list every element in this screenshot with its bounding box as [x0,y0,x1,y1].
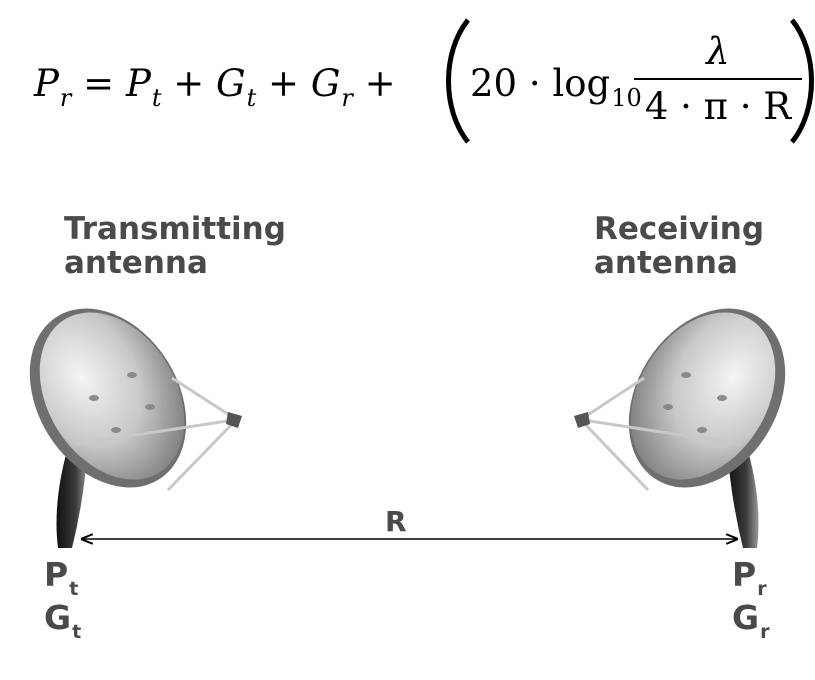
formula-gr-sub: r [341,84,353,112]
receiving-label-line2: antenna [594,245,738,281]
formula-denominator: 4 · π · R [644,85,792,128]
formula-plus-3: + [364,62,396,105]
receiver-feed-arms [581,376,741,492]
formula-numerator: λ [706,30,730,73]
receive-gain: Gr [732,598,770,644]
transmitter-dish-face [39,312,185,480]
formula-gt-sub: t [246,84,257,112]
formula-pt-sub: t [151,84,162,112]
formula-plus-2: + [268,62,300,105]
left-parenthesis [446,18,470,144]
formula-gr: G [310,62,341,105]
formula-dot: · [528,62,541,105]
formula-log: log [552,62,611,105]
transmitter-feed-arms [75,376,236,492]
formula-pr-sub: r [59,84,72,112]
formula-plus-1: + [173,62,205,105]
transmitting-dish [29,308,242,548]
formula-equals: = [83,62,115,105]
receiving-dish [574,308,786,548]
formula-log-base: 10 [611,84,642,112]
formula-left-part: Pr = Pt + Gt + Gr + [34,62,396,112]
formula: Pr = Pt + Gt + Gr + 20 · log10 λ 4 · π ·… [34,18,814,148]
formula-coefficient: 20 [470,62,518,105]
transmitting-antenna-label: Transmitting antenna [64,212,286,280]
receiver-dish-face [630,312,776,480]
formula-gt: G [216,62,246,105]
transmitting-label-line1: Transmitting [64,211,286,247]
transmitter-feed-horn [226,412,242,428]
receive-power: Pr [732,555,767,601]
distance-label: R [385,505,407,538]
formula-fraction: λ 4 · π · R [634,28,802,130]
formula-pt: P [125,62,151,105]
receiver-params: Pr Gr [732,555,770,644]
right-parenthesis [790,18,814,144]
formula-pr: P [34,62,59,105]
receiving-label-line1: Receiving [594,211,765,247]
fraction-bar [634,78,802,80]
transmitter-params: Pt Gt [44,555,82,644]
receiving-antenna-label: Receiving antenna [594,212,764,280]
transmitting-label-line2: antenna [64,245,208,281]
transmit-gain: Gt [44,598,82,644]
transmit-power: Pt [44,555,79,601]
formula-log-part: 20 · log10 [470,62,642,112]
receiver-feed-horn [574,412,590,428]
